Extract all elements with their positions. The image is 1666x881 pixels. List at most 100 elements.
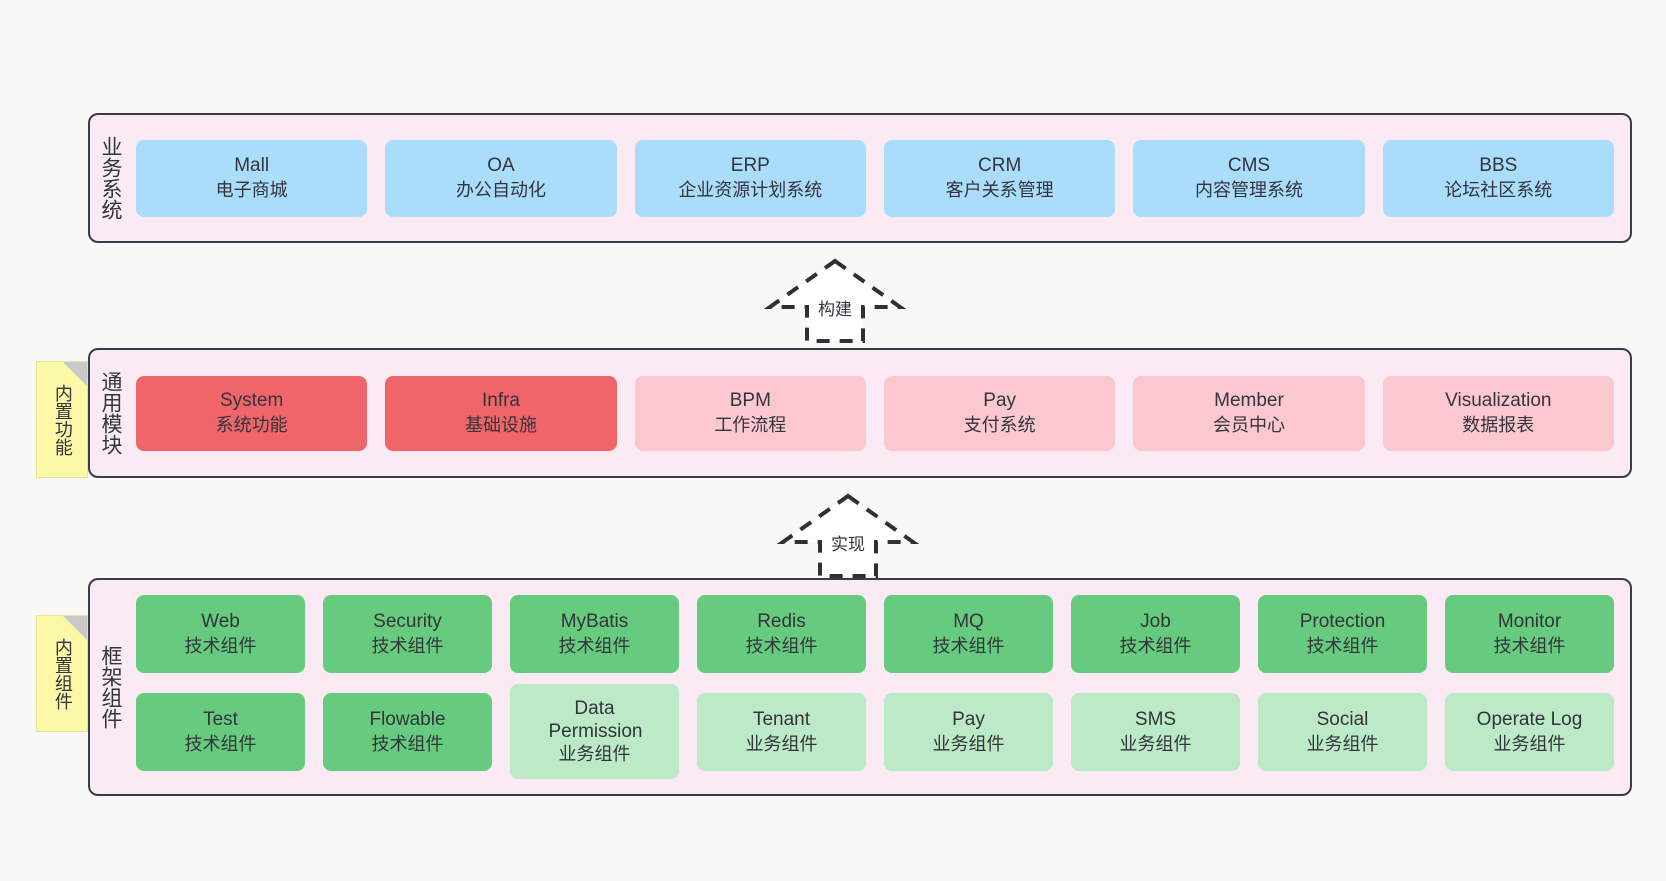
component-card-data-permission[interactable]: Data Permission 业务组件 [510, 684, 679, 779]
card-desc: 技术组件 [371, 635, 444, 656]
module-card-crm[interactable]: CRM 客户关系管理 [883, 139, 1116, 217]
layer-title-business: 业务系统 [99, 136, 123, 220]
dashed-up-arrow-icon [776, 493, 920, 578]
component-card-redis[interactable]: Redis 技术组件 [697, 595, 866, 673]
layer-common-modules: 通用模块 System 系统功能 Infra 基础设施 BPM 工作流程 Pay… [88, 348, 1632, 478]
card-desc: 客户关系管理 [945, 179, 1054, 200]
component-card-protection[interactable]: Protection 技术组件 [1258, 595, 1427, 673]
sticky-note-label: 内置组件 [52, 637, 73, 710]
module-card-erp[interactable]: ERP 企业资源计划系统 [634, 139, 866, 217]
sticky-note-builtin-features: 内置功能 [36, 361, 88, 478]
component-card-pay[interactable]: Pay 业务组件 [884, 693, 1053, 771]
card-name: Pay [983, 390, 1017, 412]
card-desc: 企业资源计划系统 [678, 179, 823, 200]
card-desc: 支付系统 [963, 414, 1036, 435]
card-desc: 数据报表 [1462, 414, 1535, 435]
sticky-note-label: 内置功能 [52, 383, 73, 456]
card-name: Visualization [1445, 390, 1552, 412]
card-name: BPM [729, 390, 771, 412]
layer-framework-components: 框架组件 Web 技术组件 Security 技术组件 MyBatis 技术组件… [88, 578, 1632, 796]
module-card-bpm[interactable]: BPM 工作流程 [634, 375, 866, 451]
fold-corner-icon [63, 616, 87, 640]
card-desc: 技术组件 [745, 635, 818, 656]
card-desc: 业务组件 [558, 744, 631, 765]
card-name: SMS [1134, 709, 1177, 731]
card-desc: 电子商城 [215, 179, 288, 200]
card-desc: 技术组件 [1493, 635, 1566, 656]
module-card-infra[interactable]: Infra 基础设施 [385, 375, 617, 451]
card-row: Web 技术组件 Security 技术组件 MyBatis 技术组件 Redi… [136, 595, 1614, 673]
card-name: CMS [1227, 155, 1271, 177]
card-row: System 系统功能 Infra 基础设施 BPM 工作流程 Pay 支付系统… [136, 375, 1614, 451]
layer-business-systems: 业务系统 Mall 电子商城 OA 办公自动化 ERP 企业资源计划系统 CRM… [88, 113, 1632, 243]
connector-label-implement: 实现 [831, 535, 865, 554]
card-desc: 基础设施 [464, 414, 537, 435]
card-name: CRM [978, 155, 1022, 177]
module-card-system[interactable]: System 系统功能 [136, 375, 368, 451]
card-name: System [219, 390, 284, 412]
card-name: Monitor [1497, 611, 1562, 633]
card-desc: 技术组件 [558, 635, 631, 656]
component-card-social[interactable]: Social 业务组件 [1258, 693, 1427, 771]
card-desc: 系统功能 [215, 414, 288, 435]
card-name: Web [201, 611, 240, 633]
card-name: Flowable [369, 709, 446, 731]
card-name: Data Permission [548, 697, 643, 742]
card-name: Redis [757, 611, 806, 633]
card-desc: 业务组件 [1493, 733, 1566, 754]
card-desc: 会员中心 [1212, 414, 1285, 435]
component-card-monitor[interactable]: Monitor 技术组件 [1445, 595, 1614, 673]
component-card-tenant[interactable]: Tenant 业务组件 [697, 693, 866, 771]
dashed-up-arrow-icon [763, 258, 907, 343]
card-name: Operate Log [1476, 709, 1583, 731]
layer-body-common: System 系统功能 Infra 基础设施 BPM 工作流程 Pay 支付系统… [130, 350, 1630, 476]
connector-label-build: 构建 [818, 300, 852, 319]
card-desc: 技术组件 [1306, 635, 1379, 656]
card-name: Pay [952, 709, 985, 731]
card-name: Social [1316, 709, 1369, 731]
card-name: Security [373, 611, 442, 633]
card-name: Mall [234, 155, 270, 177]
card-desc: 业务组件 [1119, 733, 1192, 754]
card-desc: 业务组件 [1306, 733, 1379, 754]
component-card-flowable[interactable]: Flowable 技术组件 [323, 693, 492, 771]
card-desc: 业务组件 [932, 733, 1005, 754]
card-row: Mall 电子商城 OA 办公自动化 ERP 企业资源计划系统 CRM 客户关系… [136, 139, 1614, 217]
card-name: MyBatis [560, 611, 629, 633]
card-name: Tenant [752, 709, 811, 731]
card-desc: 技术组件 [1119, 635, 1192, 656]
component-card-security[interactable]: Security 技术组件 [323, 595, 492, 673]
card-desc: 内容管理系统 [1194, 179, 1303, 200]
fold-corner-icon [63, 362, 87, 386]
connector-build: 构建 [760, 255, 910, 345]
card-name: BBS [1479, 155, 1518, 177]
module-card-member[interactable]: Member 会员中心 [1133, 375, 1365, 451]
component-card-job[interactable]: Job 技术组件 [1071, 595, 1240, 673]
card-desc: 业务组件 [745, 733, 818, 754]
card-name: MQ [953, 611, 984, 633]
layer-title-framework: 框架组件 [99, 645, 123, 729]
card-desc: 技术组件 [184, 635, 257, 656]
module-card-bbs[interactable]: BBS 论坛社区系统 [1382, 139, 1614, 217]
component-card-mq[interactable]: MQ 技术组件 [884, 595, 1053, 673]
component-card-web[interactable]: Web 技术组件 [136, 595, 305, 673]
component-card-sms[interactable]: SMS 业务组件 [1071, 693, 1240, 771]
component-card-operate-log[interactable]: Operate Log 业务组件 [1445, 693, 1614, 771]
component-card-test[interactable]: Test 技术组件 [136, 693, 305, 771]
module-card-pay[interactable]: Pay 支付系统 [883, 375, 1116, 451]
card-row: Test 技术组件 Flowable 技术组件 Data Permission … [136, 684, 1614, 779]
module-card-oa[interactable]: OA 办公自动化 [385, 139, 617, 217]
module-card-visualization[interactable]: Visualization 数据报表 [1382, 375, 1614, 451]
layer-body-business: Mall 电子商城 OA 办公自动化 ERP 企业资源计划系统 CRM 客户关系… [130, 115, 1630, 241]
component-card-mybatis[interactable]: MyBatis 技术组件 [510, 595, 679, 673]
card-name: Infra [481, 390, 520, 412]
card-desc: 技术组件 [371, 733, 444, 754]
sticky-note-builtin-components: 内置组件 [36, 615, 88, 732]
card-desc: 办公自动化 [455, 179, 546, 200]
card-name: OA [487, 155, 515, 177]
card-name: Protection [1299, 611, 1386, 633]
layer-body-framework: Web 技术组件 Security 技术组件 MyBatis 技术组件 Redi… [130, 580, 1630, 794]
module-card-mall[interactable]: Mall 电子商城 [136, 139, 368, 217]
module-card-cms[interactable]: CMS 内容管理系统 [1133, 139, 1365, 217]
